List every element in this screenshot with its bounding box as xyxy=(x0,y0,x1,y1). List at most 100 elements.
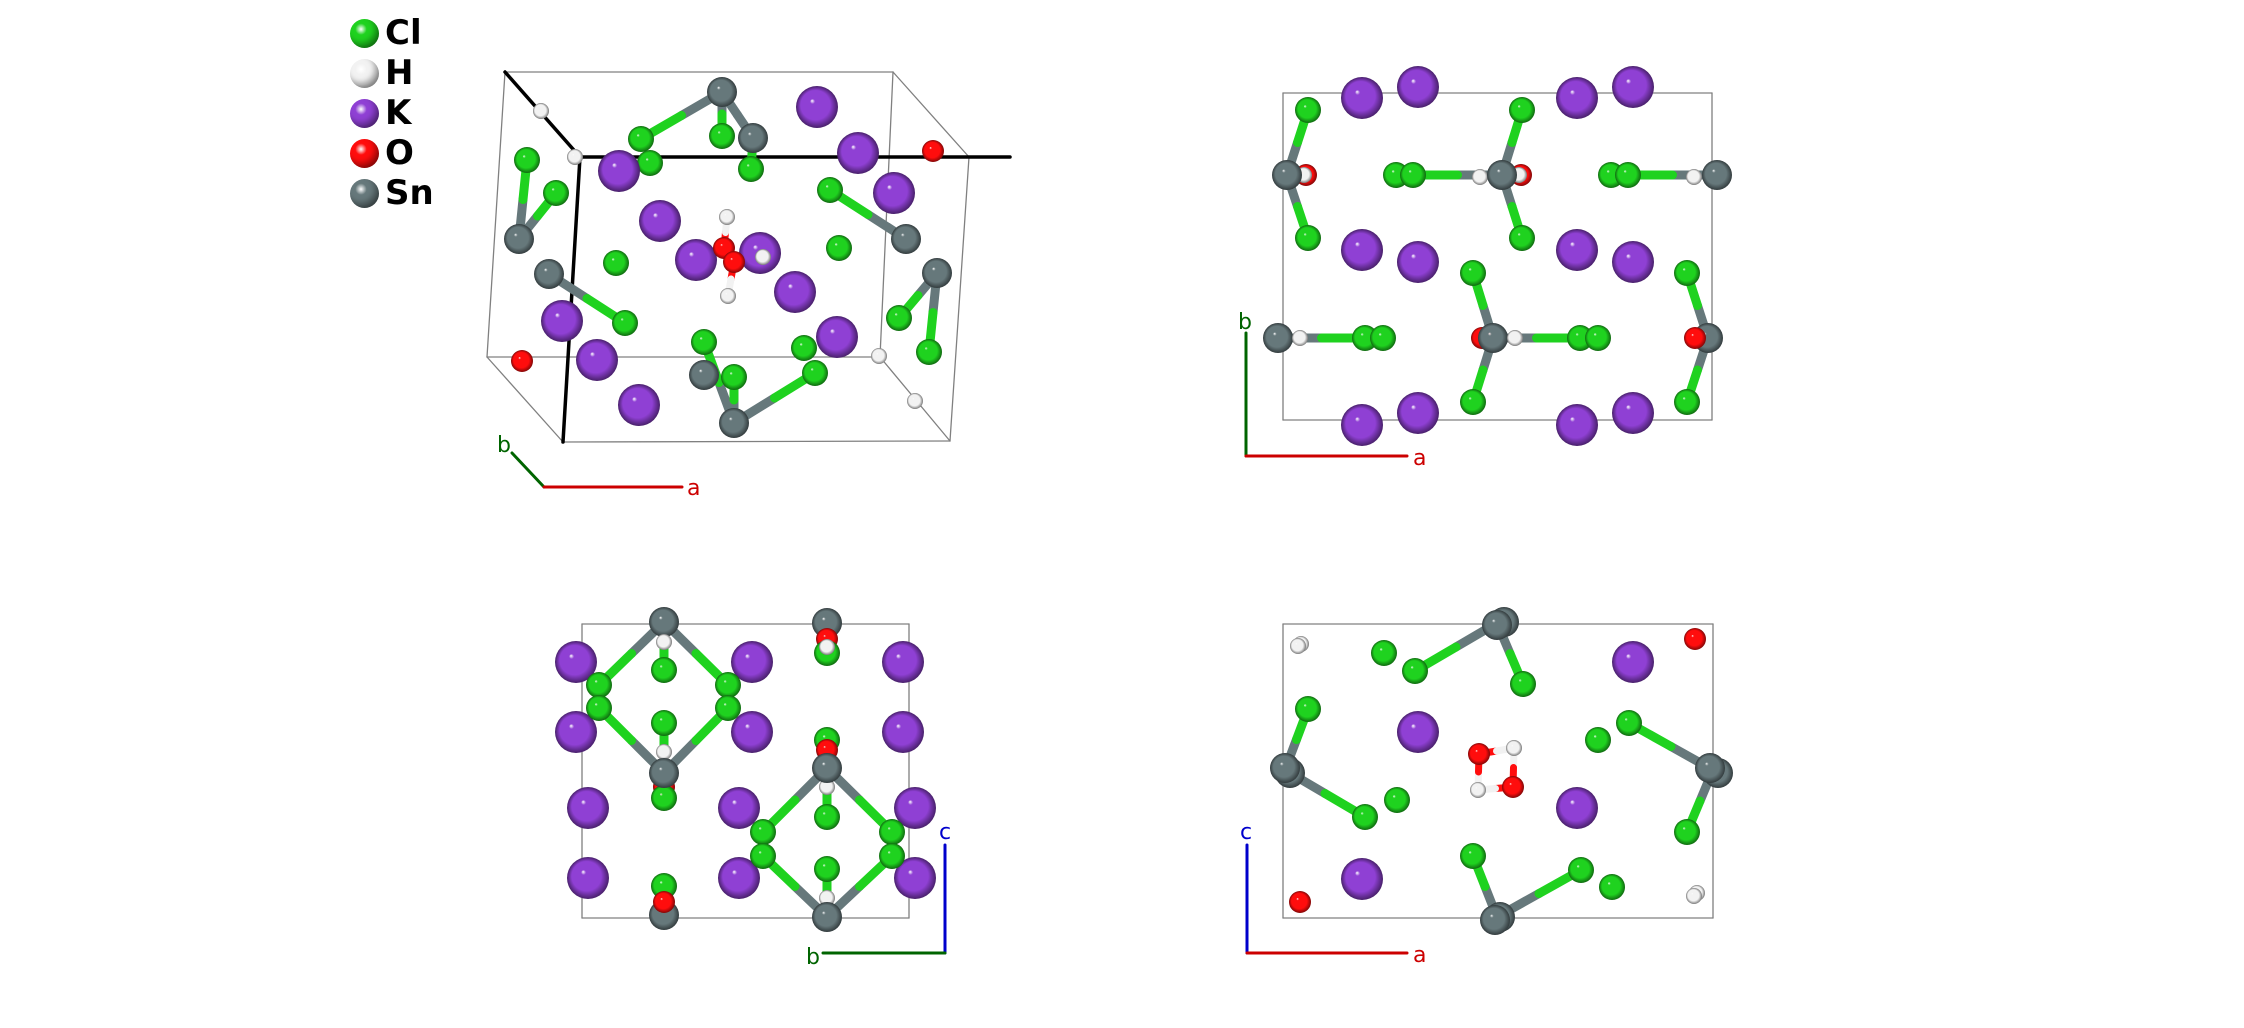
atom-cl xyxy=(1371,640,1397,666)
axis-label-c: c xyxy=(1240,820,1253,845)
unit-cell-axis-edge xyxy=(561,155,582,444)
atom-k xyxy=(1612,641,1654,683)
unit-cell-edge xyxy=(486,71,506,358)
axis-label-a: a xyxy=(1413,446,1427,471)
atom-h xyxy=(533,103,549,119)
atom-cl xyxy=(1509,97,1535,123)
structure-panel-view-along-a xyxy=(555,607,947,955)
atom-cl xyxy=(886,305,912,331)
atom-k xyxy=(1556,229,1598,271)
atom-cl xyxy=(1352,325,1378,351)
atom-sn xyxy=(891,224,921,254)
sn-sphere-icon xyxy=(350,178,379,208)
atom-k xyxy=(816,316,858,358)
atom-cl xyxy=(1460,260,1486,286)
atom-k xyxy=(598,150,640,192)
legend-label: H xyxy=(385,53,414,93)
atom-sn xyxy=(689,360,719,390)
atom-cl xyxy=(750,819,776,845)
atom-k xyxy=(555,641,597,683)
atom-h xyxy=(1686,169,1702,185)
legend-item-k: K xyxy=(350,93,434,133)
atom-o xyxy=(1684,628,1706,650)
atom-o xyxy=(511,350,533,372)
atom-h xyxy=(871,348,887,364)
atom-cl xyxy=(715,695,741,721)
atom-sn xyxy=(738,123,768,153)
atom-cl xyxy=(1295,97,1321,123)
atom-o xyxy=(1684,327,1706,349)
atom-cl xyxy=(879,843,905,869)
atom-k xyxy=(1341,858,1383,900)
atom-o xyxy=(653,891,675,913)
atom-sn xyxy=(812,902,842,932)
atom-h xyxy=(656,744,672,760)
atom-sn xyxy=(1695,753,1725,783)
atom-k xyxy=(1612,392,1654,434)
element-legend: Cl H K O Sn xyxy=(350,13,434,213)
atom-cl xyxy=(1384,787,1410,813)
atom-sn xyxy=(922,258,952,288)
atom-cl xyxy=(1400,162,1426,188)
atom-cl xyxy=(637,150,663,176)
atom-cl xyxy=(1585,727,1611,753)
atom-cl xyxy=(586,695,612,721)
atom-sn xyxy=(707,77,737,107)
atom-cl xyxy=(1509,225,1535,251)
atom-h xyxy=(907,393,923,409)
atom-k xyxy=(1341,77,1383,119)
atom-h xyxy=(755,249,771,265)
unit-cell-edge xyxy=(562,440,951,443)
atom-cl xyxy=(817,177,843,203)
atom-k xyxy=(796,86,838,128)
atom-cl xyxy=(721,364,747,390)
atom-h xyxy=(1686,888,1702,904)
atom-cl xyxy=(1674,260,1700,286)
unit-cell-edge xyxy=(949,156,970,442)
axis-b-line xyxy=(510,451,546,489)
o-sphere-icon xyxy=(350,138,379,168)
legend-item-o: O xyxy=(350,133,434,173)
atom-sn xyxy=(1487,160,1517,190)
legend-item-sn: Sn xyxy=(350,173,434,213)
atom-cl xyxy=(1402,658,1428,684)
atom-sn xyxy=(649,607,679,637)
legend-label: Sn xyxy=(385,173,434,213)
atom-cl xyxy=(1295,225,1321,251)
atom-k xyxy=(1341,229,1383,271)
atom-h xyxy=(1506,740,1522,756)
atom-k xyxy=(731,711,773,753)
atom-cl xyxy=(612,310,638,336)
atom-h xyxy=(819,890,835,906)
atom-k xyxy=(576,339,618,381)
atom-h xyxy=(567,149,583,165)
atom-sn xyxy=(812,753,842,783)
atom-cl xyxy=(814,804,840,830)
atom-o xyxy=(1502,776,1524,798)
atom-k xyxy=(1397,711,1439,753)
atom-k xyxy=(639,200,681,242)
atom-cl xyxy=(791,335,817,361)
atom-sn xyxy=(719,408,749,438)
atom-k xyxy=(731,641,773,683)
atom-h xyxy=(819,639,835,655)
atom-sn xyxy=(1482,610,1512,640)
structure-panel-view-along-b xyxy=(1245,607,1733,955)
structure-panel-view-along-c xyxy=(1244,66,1732,458)
atom-sn xyxy=(504,224,534,254)
atom-k xyxy=(1556,404,1598,446)
atom-k xyxy=(555,711,597,753)
atom-sn xyxy=(649,758,679,788)
atom-sn xyxy=(1270,753,1300,783)
atom-cl xyxy=(1568,857,1594,883)
atom-k xyxy=(541,300,583,342)
atom-cl xyxy=(1295,696,1321,722)
axis-label-b: b xyxy=(806,945,820,970)
unit-cell-edge xyxy=(879,71,894,358)
atom-cl xyxy=(1510,671,1536,697)
atom-o xyxy=(922,140,944,162)
atom-sn xyxy=(1263,323,1293,353)
legend-item-h: H xyxy=(350,53,434,93)
atom-cl xyxy=(1674,819,1700,845)
atom-k xyxy=(1397,241,1439,283)
